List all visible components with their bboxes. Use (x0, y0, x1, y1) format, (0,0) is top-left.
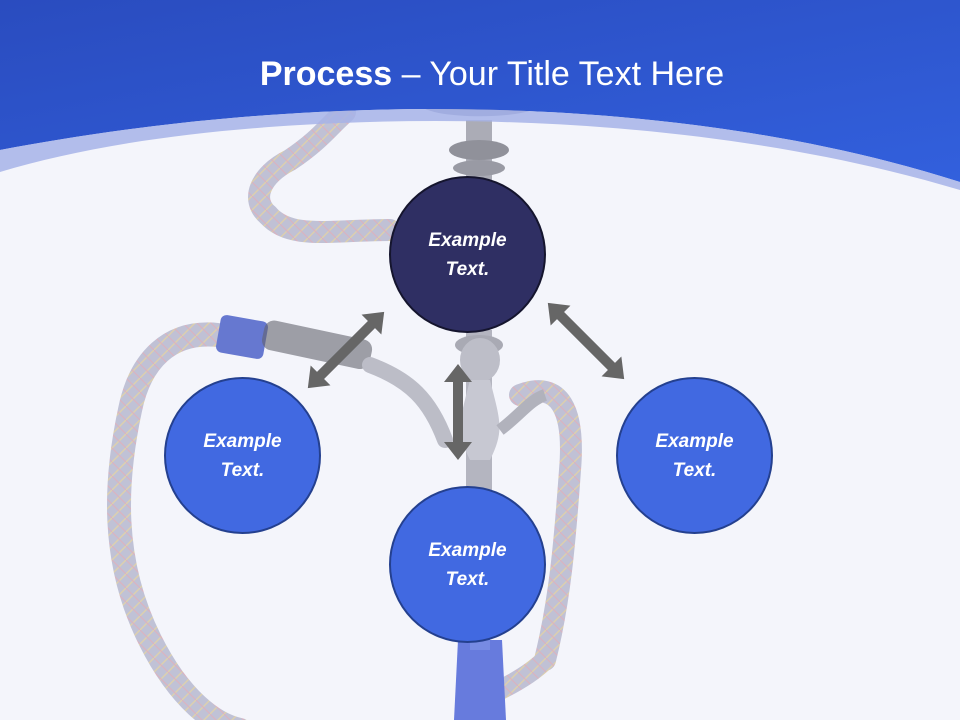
slide-title: Process – Your Title Text Here (0, 52, 960, 96)
node-center-label: Example Text. (428, 229, 507, 280)
arrow-center-right (547, 302, 625, 380)
title-bold-text: Process (259, 55, 393, 93)
process-node-right: Example Text. (616, 377, 773, 534)
arrow-center-bottom (444, 364, 472, 460)
process-node-center: Example Text. (389, 176, 546, 333)
title-text: Your Title Text Here (429, 55, 725, 93)
arrow-center-left (307, 311, 385, 389)
process-node-bottom: Example Text. (389, 486, 546, 643)
node-bottom-label: Example Text. (428, 539, 507, 590)
node-right-label: Example Text. (655, 430, 734, 481)
node-left-label: Example Text. (203, 430, 282, 481)
title-separator: – (392, 55, 430, 93)
process-node-left: Example Text. (164, 377, 321, 534)
